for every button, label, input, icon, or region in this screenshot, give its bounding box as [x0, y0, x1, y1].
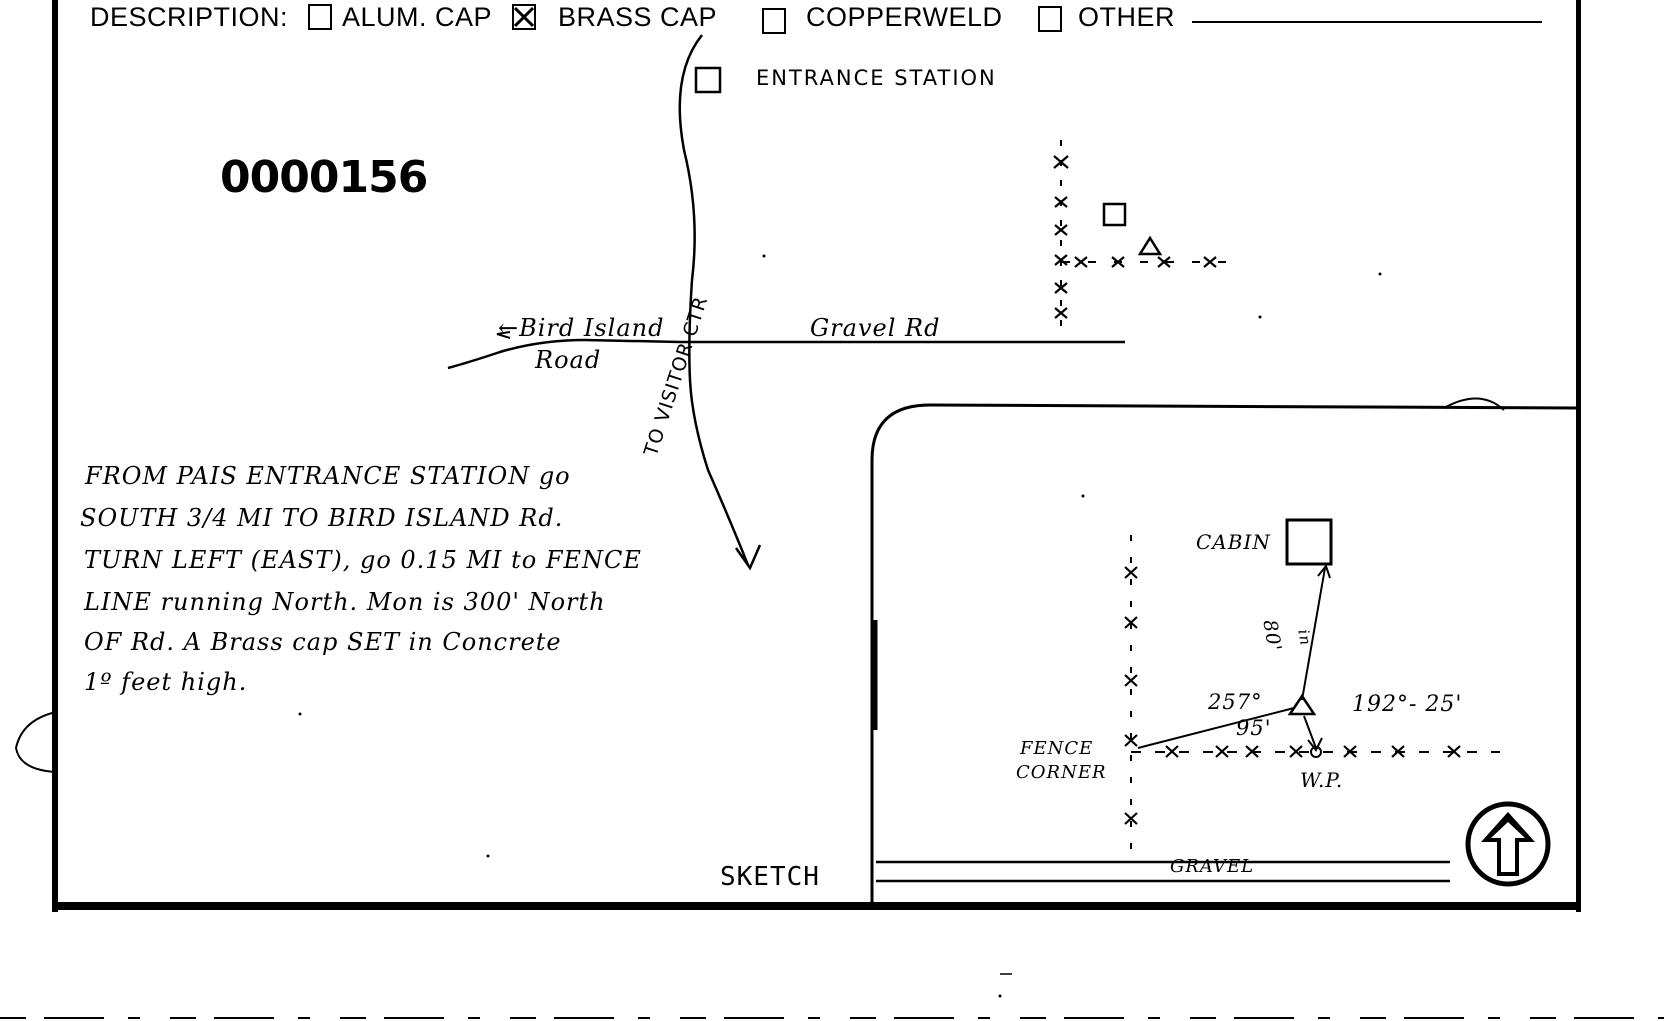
label-cabin: CABIN: [1196, 530, 1271, 554]
directions-line-2: SOUTH 3/4 MI TO BIRD ISLAND Rd.: [80, 504, 564, 532]
north-arrow-icon: [1465, 800, 1551, 888]
directions-line-6: 1º feet high.: [84, 668, 248, 696]
checkbox-check-icon: [514, 6, 534, 28]
label-distance-80-note: in: [1294, 628, 1315, 648]
option-alum-cap: ALUM. CAP: [342, 2, 493, 32]
label-wp: W.P.: [1300, 768, 1344, 792]
other-fill-line: [1192, 21, 1542, 23]
directions-line-3: TURN LEFT (EAST), go 0.15 MI to FENCE: [84, 546, 642, 574]
directions-line-4: LINE running North. Mon is 300' North: [84, 588, 606, 616]
label-fence-corner-2: CORNER: [1016, 762, 1107, 783]
checkbox-other[interactable]: [1038, 6, 1062, 32]
sketch-label: SKETCH: [720, 862, 820, 892]
directions-line-5: OF Rd. A Brass cap SET in Concrete: [84, 628, 562, 656]
checkbox-alum-cap[interactable]: [308, 4, 332, 30]
label-fence-corner-1: FENCE: [1020, 738, 1094, 759]
label-distance-95: 95': [1236, 716, 1272, 740]
label-bird-island-road-2: Road: [535, 346, 602, 374]
stamp-number: 0000156: [220, 152, 428, 203]
label-bearing-257: 257°: [1208, 690, 1263, 714]
checkbox-brass-cap[interactable]: [512, 4, 536, 30]
option-copperweld: COPPERWELD: [806, 2, 1003, 32]
form-border-bottom: [52, 902, 1581, 910]
form-border-right: [1576, 0, 1581, 912]
label-gravel-rd: Gravel Rd: [810, 314, 941, 342]
checkbox-copperweld[interactable]: [762, 8, 786, 34]
label-entrance-station: ENTRANCE STATION: [756, 66, 997, 90]
option-other: OTHER: [1078, 2, 1175, 32]
form-border-left: [52, 0, 58, 912]
directions-line-1: FROM PAIS ENTRANCE STATION go: [85, 462, 571, 490]
label-bearing-192: 192°- 25': [1352, 692, 1463, 717]
label-gravel: GRAVEL: [1170, 856, 1255, 877]
label-bird-island-road-1: ←Bird Island: [498, 314, 665, 342]
description-label: DESCRIPTION:: [90, 2, 289, 32]
option-brass-cap: BRASS CAP: [558, 2, 718, 32]
